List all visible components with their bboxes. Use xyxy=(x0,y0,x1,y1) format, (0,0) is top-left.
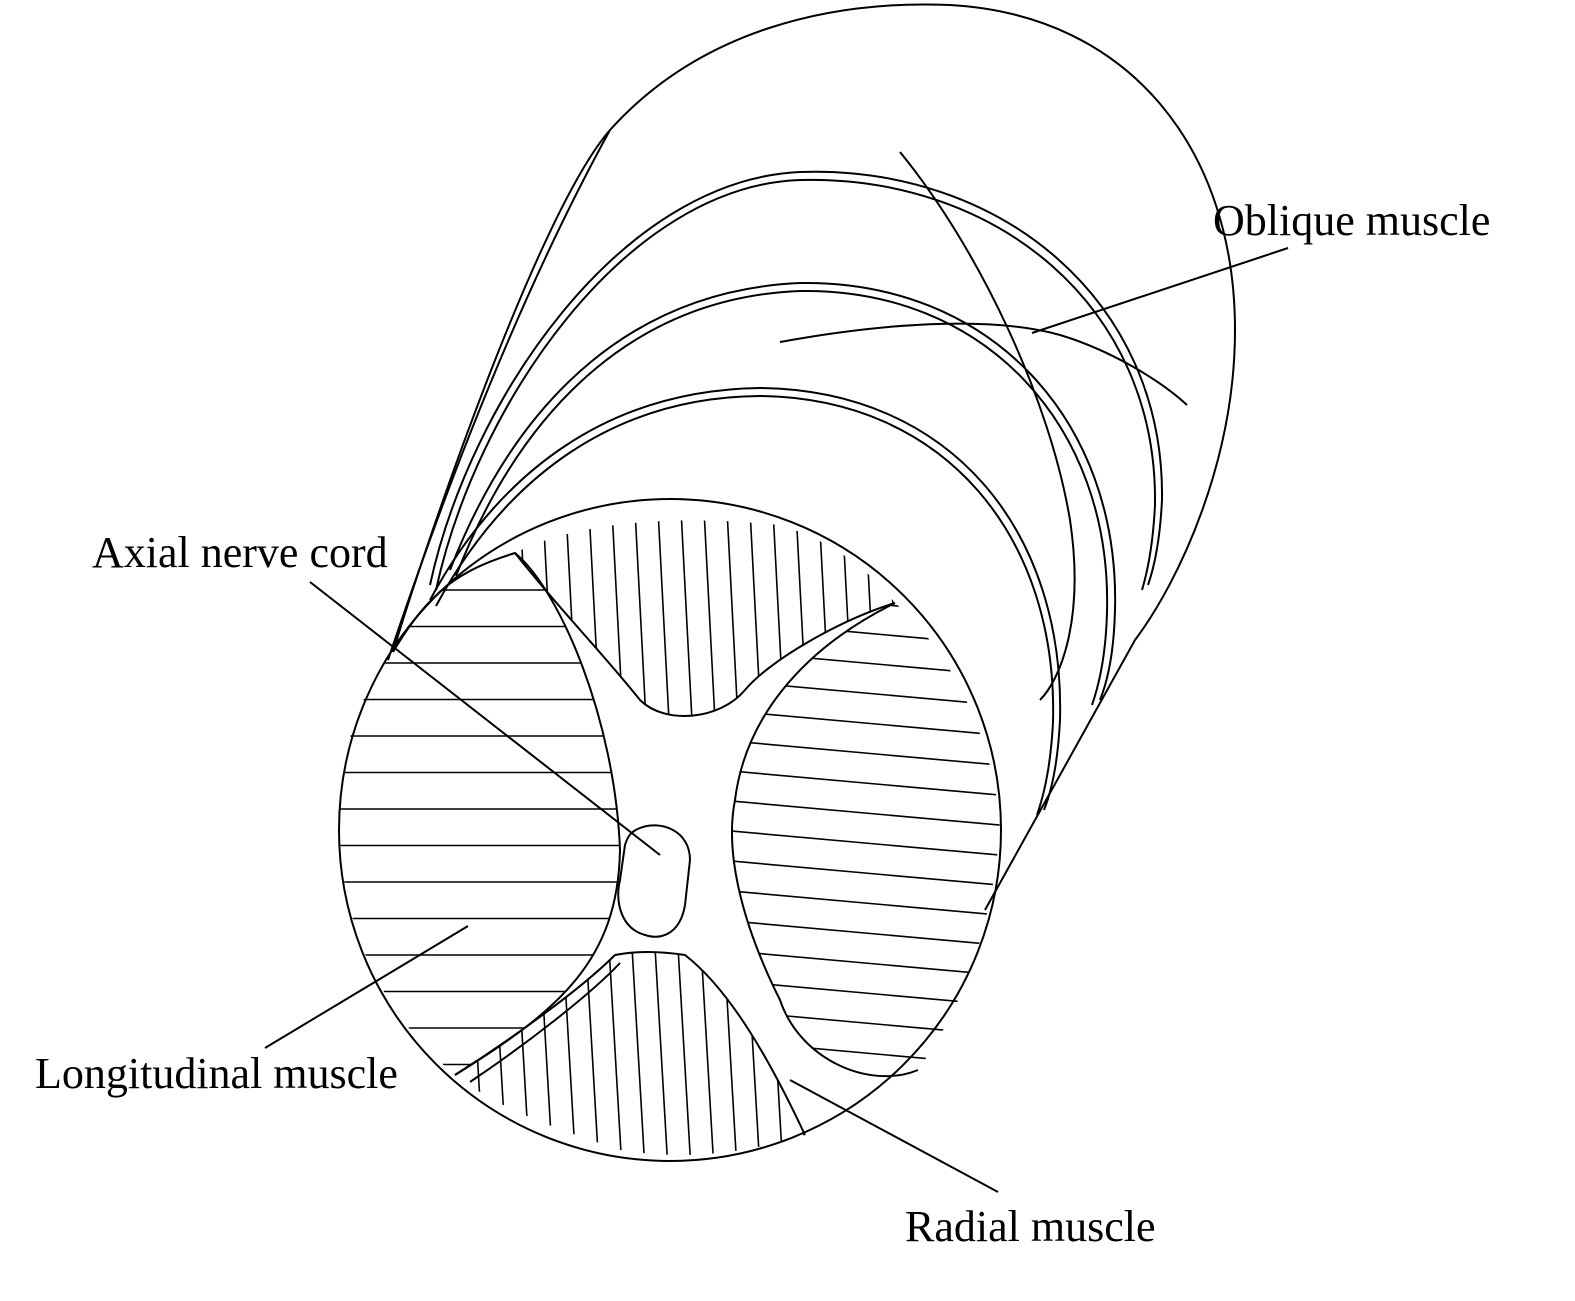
hatch-line-vertical xyxy=(745,951,761,1155)
ring-3-inner xyxy=(435,394,1055,816)
leader-longitudinal-muscle xyxy=(264,925,469,1049)
label-longitudinal-muscle: Longitudinal muscle xyxy=(35,1049,398,1098)
hatch-line-slanted xyxy=(732,603,1000,617)
ring-1-inner xyxy=(435,178,1157,591)
hatch-line-slanted xyxy=(732,619,1000,647)
ring-3-outer xyxy=(429,386,1062,811)
oblique-fiber-1 xyxy=(899,151,1076,701)
ring-2-outer xyxy=(449,281,1117,701)
hatch-line-slanted xyxy=(732,889,1000,917)
hatch-line-vertical xyxy=(768,951,784,1155)
hatch-line-slanted xyxy=(732,919,1000,947)
hatch-line-vertical xyxy=(864,520,878,717)
longitudinal-muscle-right xyxy=(720,560,1010,1126)
hatch-line-vertical xyxy=(676,951,692,1155)
longitudinal-muscle-left-border xyxy=(392,551,622,1076)
hatch-line-vertical xyxy=(607,951,623,1155)
hatch-line-slanted xyxy=(732,979,1000,1007)
hatch-line-vertical xyxy=(703,520,717,717)
ring-2-inner xyxy=(455,289,1109,706)
hatch-line-vertical xyxy=(542,520,556,717)
cylinder-outline xyxy=(387,3,1237,911)
ring-1-outer xyxy=(429,170,1164,586)
hatch-line-slanted xyxy=(732,1009,1000,1037)
cylinder-far-outline xyxy=(392,3,1237,911)
label-oblique-muscle: Oblique muscle xyxy=(1213,196,1490,245)
hatch-line-vertical xyxy=(722,951,738,1155)
hatch-line-vertical xyxy=(841,520,855,717)
oblique-muscle-rings xyxy=(429,151,1188,816)
hatch-line-slanted xyxy=(720,1100,1010,1126)
hatch-line-vertical xyxy=(726,520,740,717)
leader-axial-nerve-cord xyxy=(309,581,661,856)
axial-nerve-cord xyxy=(617,824,692,938)
longitudinal-muscle-left xyxy=(340,551,622,1076)
label-radial-muscle: Radial muscle xyxy=(905,1202,1156,1251)
hatch-line-slanted xyxy=(732,949,1000,977)
hatch-line-slanted xyxy=(732,829,1000,857)
hatch-line-vertical xyxy=(680,520,694,717)
hatch-line-vertical xyxy=(630,951,646,1155)
radial-muscle-bottom-border xyxy=(454,950,806,1136)
cylinder-left-edge xyxy=(387,129,611,661)
hatch-line-vertical xyxy=(818,520,832,717)
hatch-line-slanted xyxy=(732,799,1000,827)
cross-section-circle xyxy=(338,498,1002,1162)
oblique-fiber-2 xyxy=(779,322,1188,406)
hatch-line-vertical xyxy=(657,520,671,717)
hatch-line-slanted xyxy=(732,709,1000,737)
radial-muscle-bottom-edge xyxy=(469,962,621,1083)
hatch-line-vertical xyxy=(515,951,531,1155)
label-axial-nerve-cord: Axial nerve cord xyxy=(92,528,388,577)
leader-radial-muscle xyxy=(789,1079,999,1193)
hatch-line-vertical xyxy=(772,520,786,717)
leader-oblique-muscle xyxy=(1031,247,1289,334)
hatch-line-slanted xyxy=(720,560,1010,586)
hatch-line-vertical xyxy=(561,951,577,1155)
radial-muscle-top xyxy=(514,520,896,717)
hatch-line-vertical xyxy=(795,520,809,717)
hatch-line-slanted xyxy=(732,769,1000,797)
hatch-line-vertical xyxy=(887,520,895,717)
hatch-line-vertical xyxy=(469,951,485,1155)
hatch-line-vertical xyxy=(749,520,763,717)
hatch-line-vertical xyxy=(653,951,669,1155)
hatch-line-vertical xyxy=(519,520,533,717)
hatch-line-vertical xyxy=(611,520,625,717)
radial-muscle-top-border xyxy=(514,552,896,717)
hatch-line-vertical xyxy=(634,520,648,717)
longitudinal-muscle-right-border xyxy=(731,602,919,1078)
hatch-line-slanted xyxy=(732,859,1000,887)
hatch-line-vertical xyxy=(699,951,715,1155)
hatch-line-slanted xyxy=(732,739,1000,767)
radial-muscle-bottom xyxy=(454,950,806,1155)
